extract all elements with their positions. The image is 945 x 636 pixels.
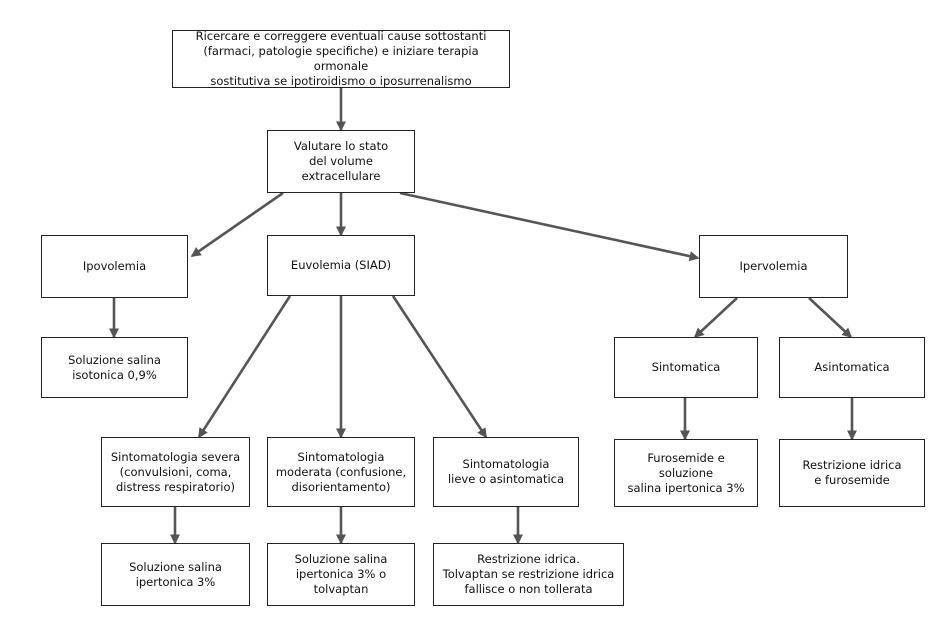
box-text: Sintomatologia severa(convulsioni, coma,…	[111, 450, 240, 495]
box-text-line: Sintomatologia	[462, 457, 550, 471]
box-text: Ipervolemia	[739, 259, 807, 274]
box-text-line: (farmaci, patologie specifiche) e inizia…	[203, 44, 479, 73]
arrow-ipervolemia-to-asintomatica	[808, 297, 853, 339]
box-text-line: Valutare lo stato	[293, 139, 389, 153]
box-text-line: sostitutiva se ipotiroidismo o iposurren…	[210, 74, 472, 88]
arrow-valuta-to-ipovolemia	[190, 191, 284, 258]
box-text: Euvolemia (SIAD)	[291, 258, 391, 273]
box-root: Ricercare e correggere eventuali cause s…	[172, 29, 510, 89]
box-text-line: Soluzione salina	[294, 552, 388, 566]
arrow-euvolemia-to-severa	[197, 295, 292, 439]
box-sintomatica: Sintomatica	[614, 337, 758, 398]
arrow-ipervolemia-to-sintomatica	[693, 297, 738, 339]
box-sintomatologia-severa: Sintomatologia severa(convulsioni, coma,…	[101, 437, 250, 507]
arrow-valuta-to-ipervolemia	[399, 191, 700, 262]
box-text-line: Restrizione idrica.	[477, 552, 580, 566]
box-text-line: Sintomatologia severa	[110, 449, 241, 464]
box-text-line: Sintomatica	[651, 360, 721, 374]
box-text-line: fallisce o non tollerata	[464, 582, 593, 596]
box-text: Asintomatica	[814, 360, 889, 375]
box-text-line: Tolvaptan se restrizione idrica	[442, 567, 615, 581]
box-euvolemia: Euvolemia (SIAD)	[267, 235, 415, 296]
box-text-line: Euvolemia (SIAD)	[290, 258, 392, 272]
box-text-line: Sintomatologia	[297, 449, 385, 464]
box-text-line: Furosemide e soluzione	[647, 450, 725, 480]
box-text-line: Ipervolemia	[739, 259, 808, 273]
box-text-line: extracellulare	[301, 169, 381, 183]
box-text-line: tolvaptan	[313, 582, 369, 596]
box-ipovolemia: Ipovolemia	[41, 235, 188, 298]
box-text: Restrizione idrica.Tolvaptan se restrizi…	[443, 552, 615, 597]
box-text: Ipovolemia	[83, 259, 146, 274]
box-restrizione-tolvaptan: Restrizione idrica.Tolvaptan se restrizi…	[433, 543, 624, 606]
box-text-line: ipertonica 3%	[135, 574, 216, 589]
box-text-line: isotonica 0,9%	[72, 367, 157, 382]
box-text-line: Asintomatica	[814, 360, 890, 374]
box-text: Sintomatica	[652, 360, 721, 375]
box-text-line: Restrizione idrica	[802, 458, 902, 472]
box-text-line: salina ipertonica 3%	[627, 480, 745, 495]
box-text-line: disorientamento)	[291, 479, 391, 494]
arrow-euvolemia-to-lieve	[391, 295, 488, 439]
box-text-line: moderata (confusione,	[275, 464, 407, 479]
box-text-line: ipertonica 3% o	[295, 567, 387, 581]
box-text-line: Ricercare e correggere eventuali cause s…	[195, 29, 487, 43]
box-text-line: (convulsioni, coma,	[119, 464, 232, 479]
box-text-line: del volume	[309, 154, 373, 168]
box-text-line: lieve o asintomatica	[447, 472, 565, 486]
box-text-line: Soluzione salina	[68, 352, 161, 367]
box-text-line: Ipovolemia	[82, 259, 147, 273]
box-text: Ricercare e correggere eventuali cause s…	[177, 29, 505, 89]
box-text-line: distress respiratorio)	[116, 479, 235, 494]
box-text-line: e furosemide	[814, 473, 890, 487]
box-asintomatica: Asintomatica	[779, 337, 925, 398]
box-ipervolemia: Ipervolemia	[699, 235, 848, 298]
box-text-line: Soluzione salina	[129, 559, 222, 574]
